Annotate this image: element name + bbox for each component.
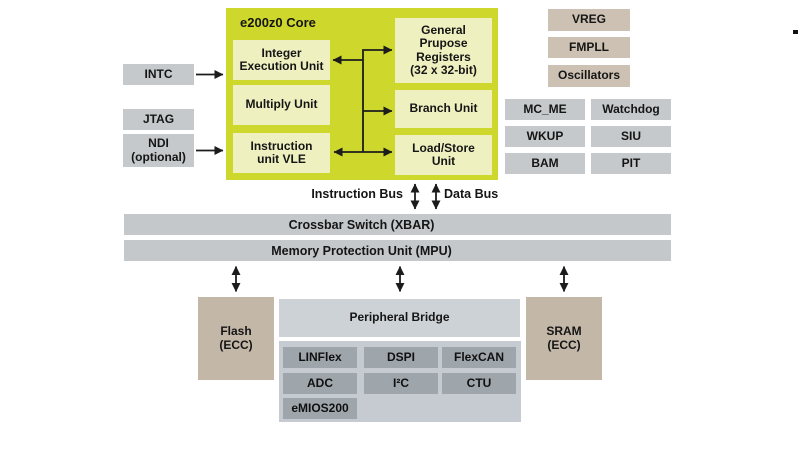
block-flexcan: FlexCAN	[442, 347, 516, 368]
block-multiply-unit: Multiply Unit	[233, 85, 330, 125]
block-instruction-unit-vle: Instruction unit VLE	[233, 133, 330, 173]
instruction-bus-label: Instruction Bus	[311, 187, 403, 201]
block-pit: PIT	[591, 153, 671, 174]
block-mc-me: MC_ME	[505, 99, 585, 120]
core-title: e200z0 Core	[240, 15, 316, 30]
block-ndi-optional: NDI (optional)	[123, 134, 194, 167]
block-siu: SIU	[591, 126, 671, 147]
block-adc: ADC	[283, 373, 357, 394]
block-branch-unit: Branch Unit	[395, 90, 492, 128]
block-wkup: WKUP	[505, 126, 585, 147]
block-bam: BAM	[505, 153, 585, 174]
block-sram-ecc: SRAM (ECC)	[526, 297, 602, 380]
block-watchdog: Watchdog	[591, 99, 671, 120]
block-i2c: I²C	[364, 373, 438, 394]
block-dspi: DSPI	[364, 347, 438, 368]
memory-protection-unit-bar: Memory Protection Unit (MPU)	[124, 240, 671, 261]
block-emios200: eMIOS200	[283, 398, 357, 419]
data-bus-label: Data Bus	[444, 187, 499, 201]
block-vreg: VREG	[548, 9, 630, 31]
block-peripheral-bridge: Peripheral Bridge	[279, 299, 520, 337]
block-integer-execution-unit: Integer Execution Unit	[233, 40, 330, 80]
block-general-purpose-registers: General Prupose Registers (32 x 32-bit)	[395, 18, 492, 83]
crossbar-switch-bar: Crossbar Switch (XBAR)	[124, 214, 671, 235]
block-load-store-unit: Load/Store Unit	[395, 135, 492, 175]
block-jtag: JTAG	[123, 109, 194, 130]
block-linflex: LINFlex	[283, 347, 357, 368]
block-fmpll: FMPLL	[548, 37, 630, 58]
block-intc: INTC	[123, 64, 194, 85]
block-oscillators: Oscillators	[548, 65, 630, 87]
block-ctu: CTU	[442, 373, 516, 394]
block-flash-ecc: Flash (ECC)	[198, 297, 274, 380]
stray-mark	[793, 30, 798, 34]
